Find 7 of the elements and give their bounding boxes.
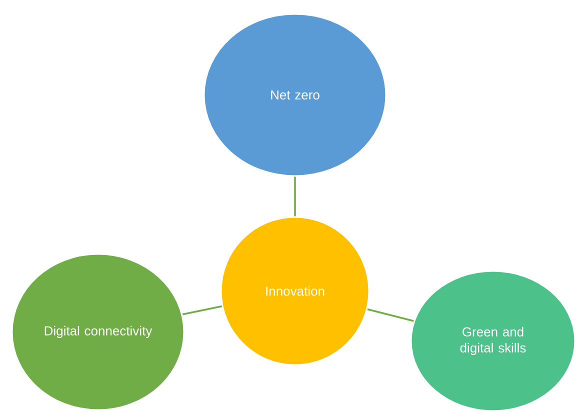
ellipse-node: Net zero <box>203 13 387 177</box>
ellipse-node: Digital connectivity <box>11 253 185 411</box>
connector-line <box>367 308 414 322</box>
connector-line <box>294 176 296 216</box>
ellipse-node: Innovation <box>220 216 370 366</box>
ellipse-node: Green and digital skills <box>410 270 576 412</box>
connector-line <box>182 305 222 316</box>
